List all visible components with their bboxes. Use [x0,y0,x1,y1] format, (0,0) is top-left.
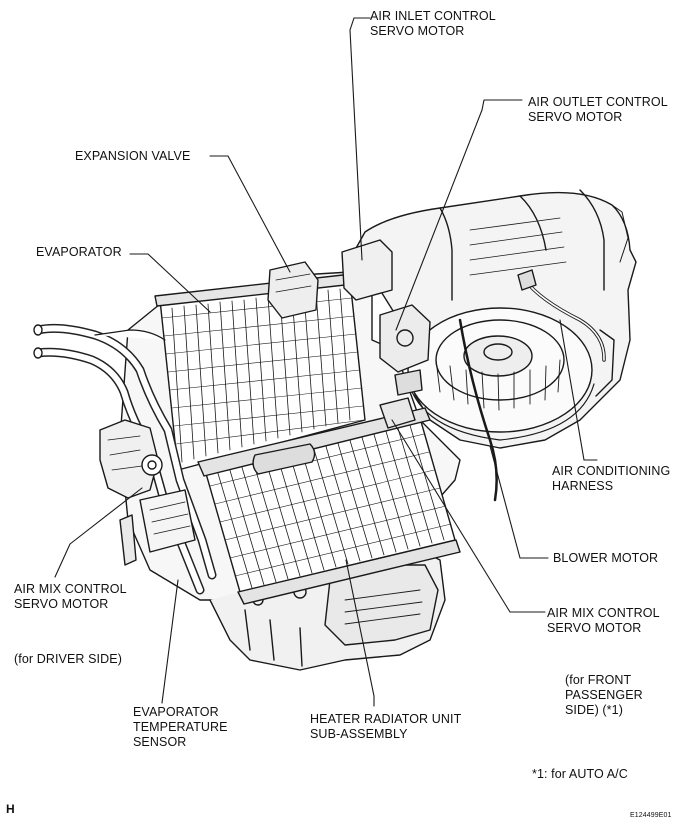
label-air-mix-servo-motor-passenger: AIR MIX CONTROL SERVO MOTOR [547,606,660,635]
leader-evap-temp-sensor [161,579,179,704]
label-evaporator-temperature-sensor: EVAPORATOR TEMPERATURE SENSOR [133,705,228,749]
label-heater-radiator-unit: HEATER RADIATOR UNIT SUB-ASSEMBLY [310,712,462,741]
label-air-conditioning-harness: AIR CONDITIONING HARNESS [552,464,671,493]
leader-ac-harness [559,319,598,461]
leader-air-mix-right [391,419,546,613]
leader-air-inlet [349,17,371,261]
leader-air-outlet [395,99,523,331]
label-air-outlet-servo-motor: AIR OUTLET CONTROL SERVO MOTOR [528,95,668,124]
left-servo-assembly [99,419,196,566]
footnote-auto-ac: *1: for AUTO A/C [532,767,628,781]
label-air-mix-servo-motor-driver: AIR MIX CONTROL SERVO MOTOR [14,582,127,611]
label-driver-side-note: (for DRIVER SIDE) [14,652,122,666]
leader-expansion-valve [209,155,291,273]
label-expansion-valve: EXPANSION VALVE [75,149,191,163]
leader-heater-radiator [345,559,375,707]
leader-blower-motor [489,445,549,559]
corner-letter: H [6,802,15,816]
leader-air-mix-left [54,487,143,578]
label-evaporator: EVAPORATOR [36,245,122,259]
label-passenger-side-note: (for FRONT PASSENGER SIDE) (*1) [565,673,643,717]
leader-evaporator [129,253,211,313]
figure-id: E124499E01 [630,812,672,819]
ac-harness-wire [458,269,606,502]
label-blower-motor: BLOWER MOTOR [553,551,659,565]
leader-lines [54,17,598,707]
top-components [267,239,431,429]
label-air-inlet-servo-motor: AIR INLET CONTROL SERVO MOTOR [370,9,496,38]
